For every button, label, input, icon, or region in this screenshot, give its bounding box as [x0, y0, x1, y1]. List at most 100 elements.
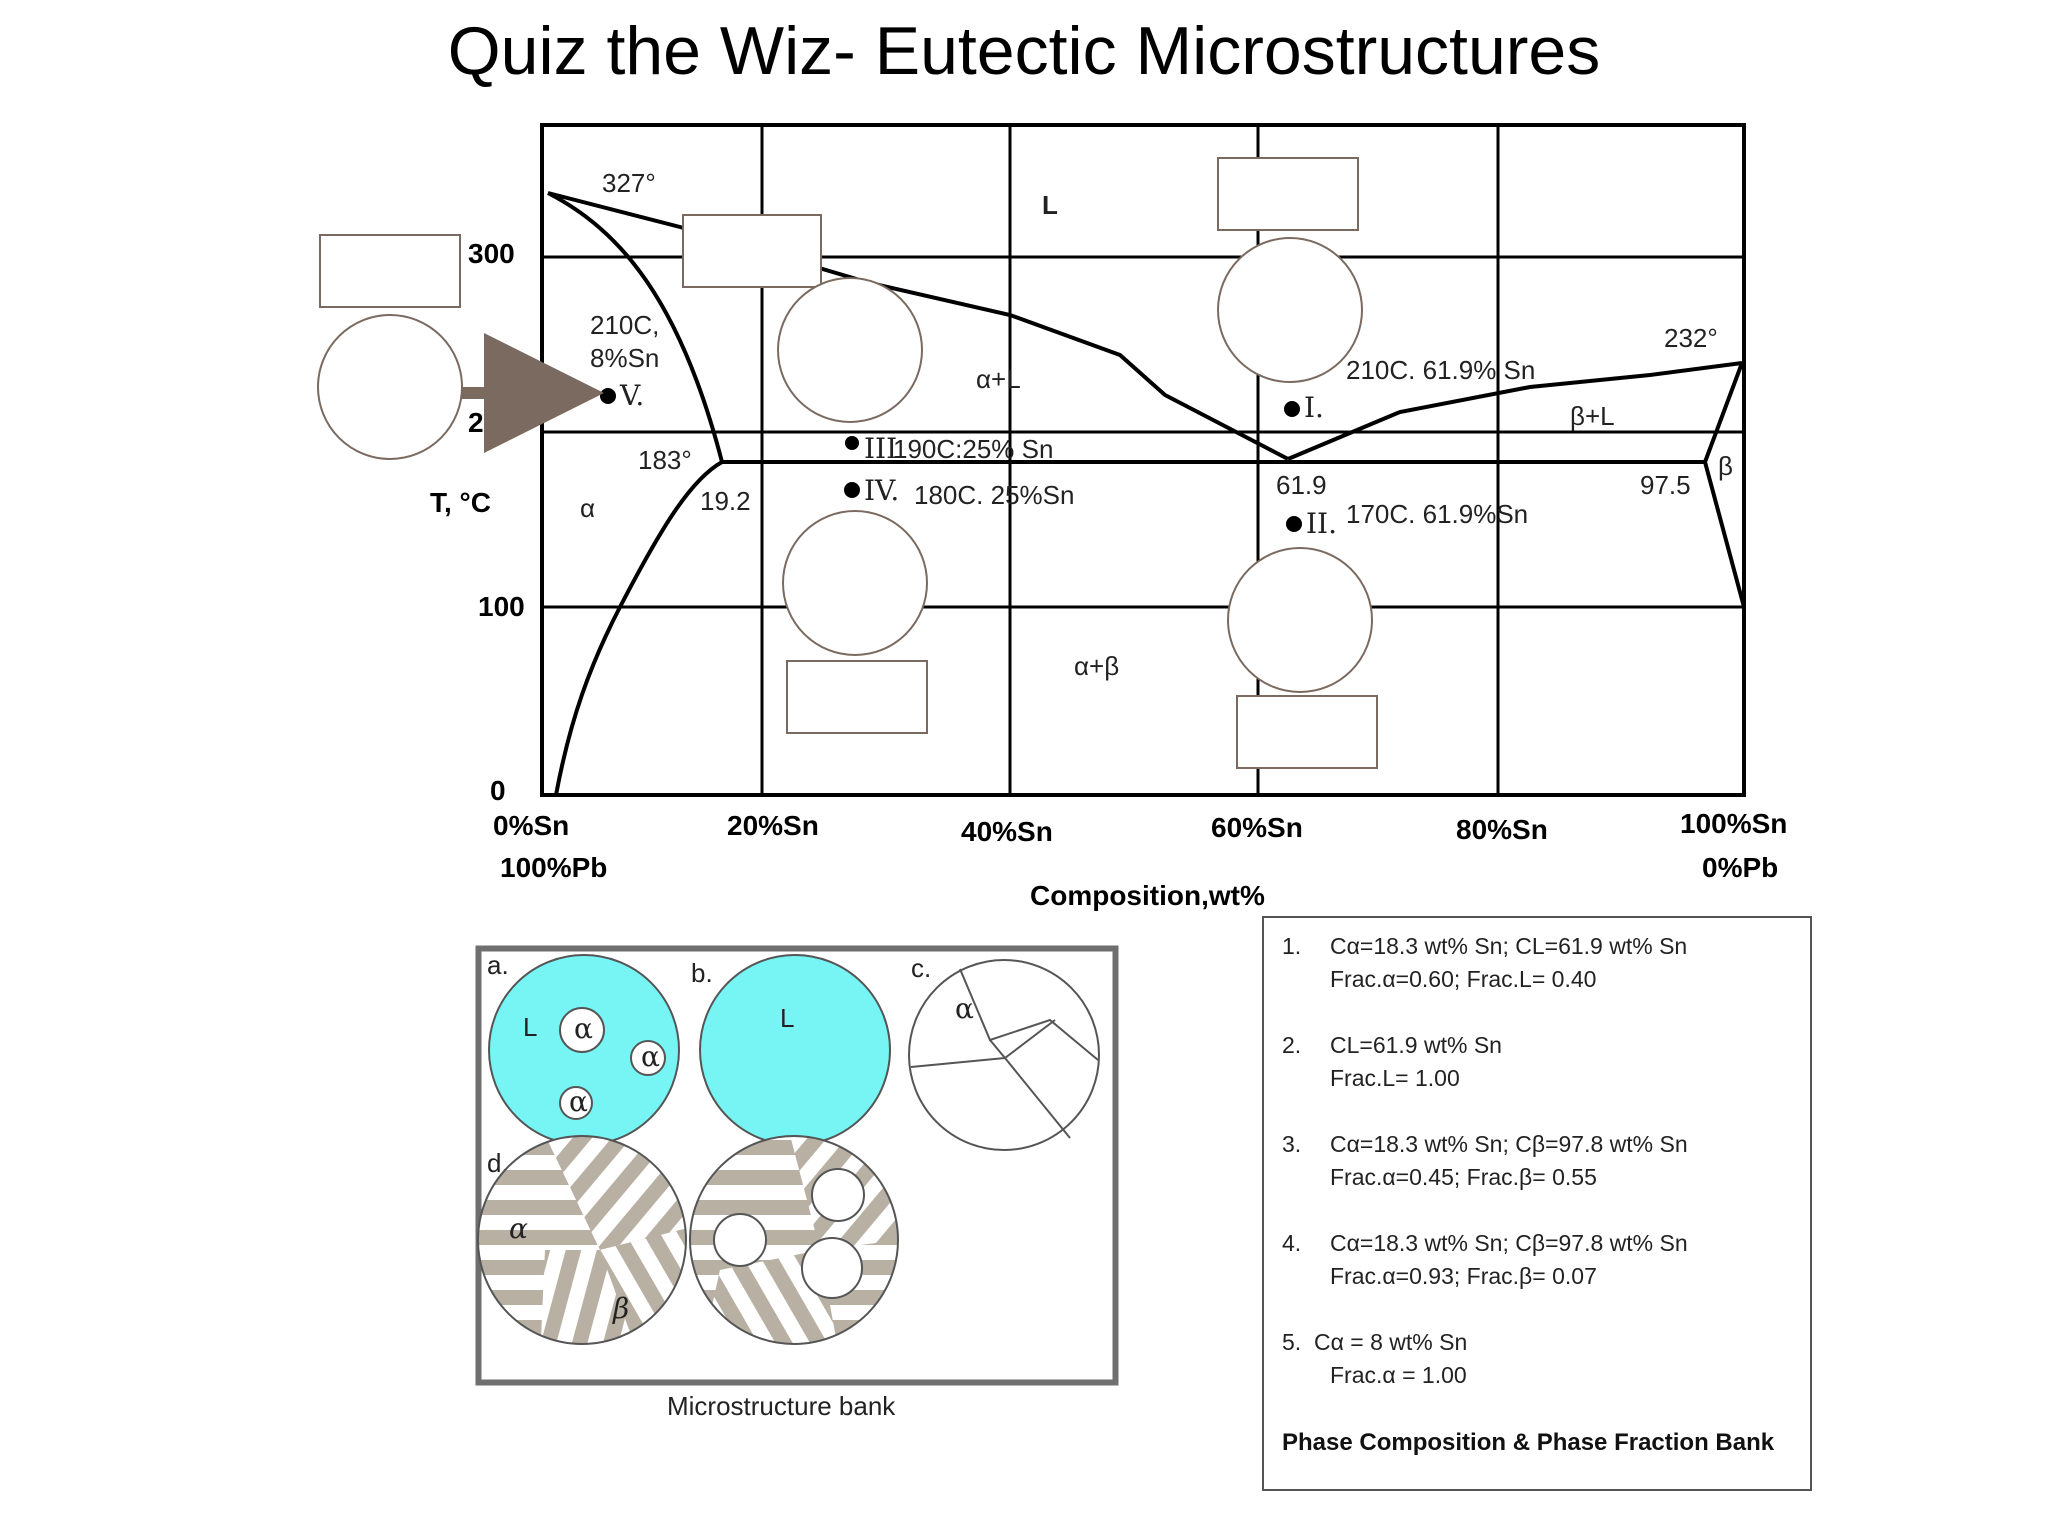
- point-V-note: 210C,: [590, 310, 659, 340]
- region-beta-L: β+L: [1570, 401, 1615, 431]
- phase-bank-item-line1: Cα=18.3 wt% Sn; Cβ=97.8 wt% Sn: [1330, 1230, 1688, 1256]
- answer-box-IV[interactable]: [786, 660, 928, 734]
- phase-bank-item-num: 5.: [1282, 1329, 1301, 1355]
- liquidus-left: [547, 191, 1289, 461]
- micro-a-alpha-label: α: [569, 1085, 588, 1118]
- micro-c-grain-boundaries: [910, 968, 1099, 1139]
- y-tick-label: 100: [478, 591, 525, 622]
- micro-a-L-label: L: [523, 1012, 537, 1042]
- x-tick-label: 20%Sn: [727, 810, 819, 841]
- c-eutectic-label: 61.9: [1276, 470, 1327, 500]
- phase-bank-item-num: 3.: [1282, 1131, 1301, 1157]
- solidus-alpha: [547, 191, 724, 463]
- point-II-dot: [1286, 516, 1302, 532]
- micro-c: [908, 959, 1100, 1151]
- phase-bank: 1. Cα=18.3 wt% Sn; CL=61.9 wt% Sn Frac.α…: [1262, 916, 1812, 1491]
- point-I-label: I.: [1304, 391, 1324, 424]
- phase-bank-frame: [1262, 916, 1812, 1491]
- phase-boundaries: [547, 191, 1746, 796]
- region-beta: β: [1718, 451, 1733, 481]
- answer-box-V[interactable]: [319, 234, 461, 308]
- y-axis-label: T, °C: [430, 487, 491, 518]
- x-axis-label: Composition,wt%: [1030, 880, 1265, 911]
- sn-melt-label: 232°: [1664, 323, 1718, 353]
- phase-bank-item-num: 1.: [1282, 933, 1301, 959]
- phase-bank-item-line2: Frac.α=0.60; Frac.L= 0.40: [1330, 966, 1596, 992]
- x-tick-label: 60%Sn: [1211, 812, 1303, 843]
- region-L: L: [1042, 190, 1058, 220]
- micro-a-alpha-label: α: [574, 1012, 593, 1045]
- micro-d-beta-label: β: [612, 1292, 629, 1325]
- phase-bank-item-line2: Frac.L= 1.00: [1330, 1065, 1460, 1091]
- liquidus-right: [1287, 361, 1743, 461]
- point-labels: 327° 232° 183° 19.2 61.9 97.5: [602, 168, 1718, 516]
- phase-bank-item-line2: Frac.α=0.45; Frac.β= 0.55: [1330, 1164, 1597, 1190]
- micro-d-lamellae: [478, 1136, 686, 1344]
- solvus-alpha: [554, 460, 723, 796]
- phase-bank-item-line1: Cα=18.3 wt% Sn; CL=61.9 wt% Sn: [1330, 933, 1687, 959]
- phase-bank-item-line2: Frac.α = 1.00: [1330, 1362, 1467, 1388]
- phase-bank-item-line2: Frac.α=0.93; Frac.β= 0.07: [1330, 1263, 1597, 1289]
- page-title: Quiz the Wiz- Eutectic Microstructures: [447, 13, 1601, 89]
- x-tick-label: 40%Sn: [961, 816, 1053, 847]
- answer-circle-III[interactable]: [777, 277, 923, 423]
- region-alpha-L: α+L: [976, 364, 1021, 394]
- point-III-dot: [845, 436, 859, 450]
- point-III-label: III: [864, 432, 897, 465]
- x-tick-label: 100%Sn: [1680, 808, 1787, 839]
- point-II-note: 170C. 61.9%Sn: [1346, 499, 1528, 529]
- micro-c-alpha-label: α: [955, 992, 974, 1025]
- phase-bank-item-line1: Cα=18.3 wt% Sn; Cβ=97.8 wt% Sn: [1330, 1131, 1688, 1157]
- micro-e-alpha-particle: [713, 1213, 767, 1267]
- point-IV-note: 180C. 25%Sn: [914, 480, 1074, 510]
- region-labels: L α+L β+L α β α+β: [580, 190, 1733, 681]
- point-I-dot: [1284, 401, 1300, 417]
- point-V-note: 8%Sn: [590, 343, 659, 373]
- eutectic-temp-label: 183°: [638, 445, 692, 475]
- microstructure-bank: a. b. c. d. e. L α α α L α: [475, 945, 1119, 1421]
- solidus-beta: [1702, 362, 1746, 608]
- micro-e-alpha-particle: [801, 1237, 863, 1299]
- answer-box-II[interactable]: [1236, 695, 1378, 769]
- micro-a-alpha-particle: [630, 1040, 666, 1076]
- y-tick-label: 0: [490, 775, 506, 806]
- phase-bank-item-line1: Cα = 8 wt% Sn: [1314, 1329, 1467, 1355]
- c-beta-label: 97.5: [1640, 470, 1691, 500]
- x-tick-sublabel: 100%Pb: [500, 852, 607, 883]
- answer-circle-I[interactable]: [1217, 237, 1363, 383]
- answer-circle-IV[interactable]: [782, 510, 928, 656]
- x-tick-sublabel: 0%Pb: [1702, 852, 1778, 883]
- pb-melt-label: 327°: [602, 168, 656, 198]
- answer-circle-II[interactable]: [1227, 547, 1373, 693]
- micro-letter-a: a.: [487, 950, 509, 980]
- y-tick-label: 200: [468, 407, 515, 438]
- micro-letter-d: d.: [487, 1148, 509, 1178]
- micro-letter-c: c.: [911, 953, 931, 983]
- quiz-points: V. 210C, 8%Sn I. 210C. 61.9% Sn II. 170C…: [590, 310, 1535, 540]
- answer-placeholders[interactable]: [317, 157, 1378, 769]
- answer-circle-V[interactable]: [317, 314, 463, 460]
- micro-d: [477, 1135, 687, 1345]
- micro-letter-b: b.: [691, 958, 713, 988]
- micro-b-L-label: L: [780, 1003, 794, 1033]
- answer-box-I[interactable]: [1217, 157, 1359, 231]
- point-V-dot: [600, 388, 616, 404]
- answer-box-III[interactable]: [682, 214, 822, 288]
- y-tick-label: 300: [468, 238, 515, 269]
- x-tick-label: 80%Sn: [1456, 814, 1548, 845]
- micro-e-alpha-particle: [811, 1168, 865, 1222]
- phase-bank-title: Phase Composition & Phase Fraction Bank: [1282, 1429, 1775, 1456]
- micro-a-alpha-particle: [559, 1007, 605, 1053]
- micro-b: [699, 954, 891, 1146]
- point-II-label: II.: [1306, 507, 1337, 540]
- micro-d-alpha-label: α: [509, 1212, 528, 1245]
- micro-a-alpha-particle: [559, 1086, 593, 1120]
- region-alpha-beta: α+β: [1074, 651, 1119, 681]
- phase-bank-item-num: 2.: [1282, 1032, 1301, 1058]
- point-III-note: 190C:25% Sn: [893, 434, 1053, 464]
- point-IV-label: IV.: [864, 474, 899, 507]
- point-I-note: 210C. 61.9% Sn: [1346, 355, 1535, 385]
- region-alpha: α: [580, 493, 595, 523]
- micro-e: [689, 1135, 899, 1345]
